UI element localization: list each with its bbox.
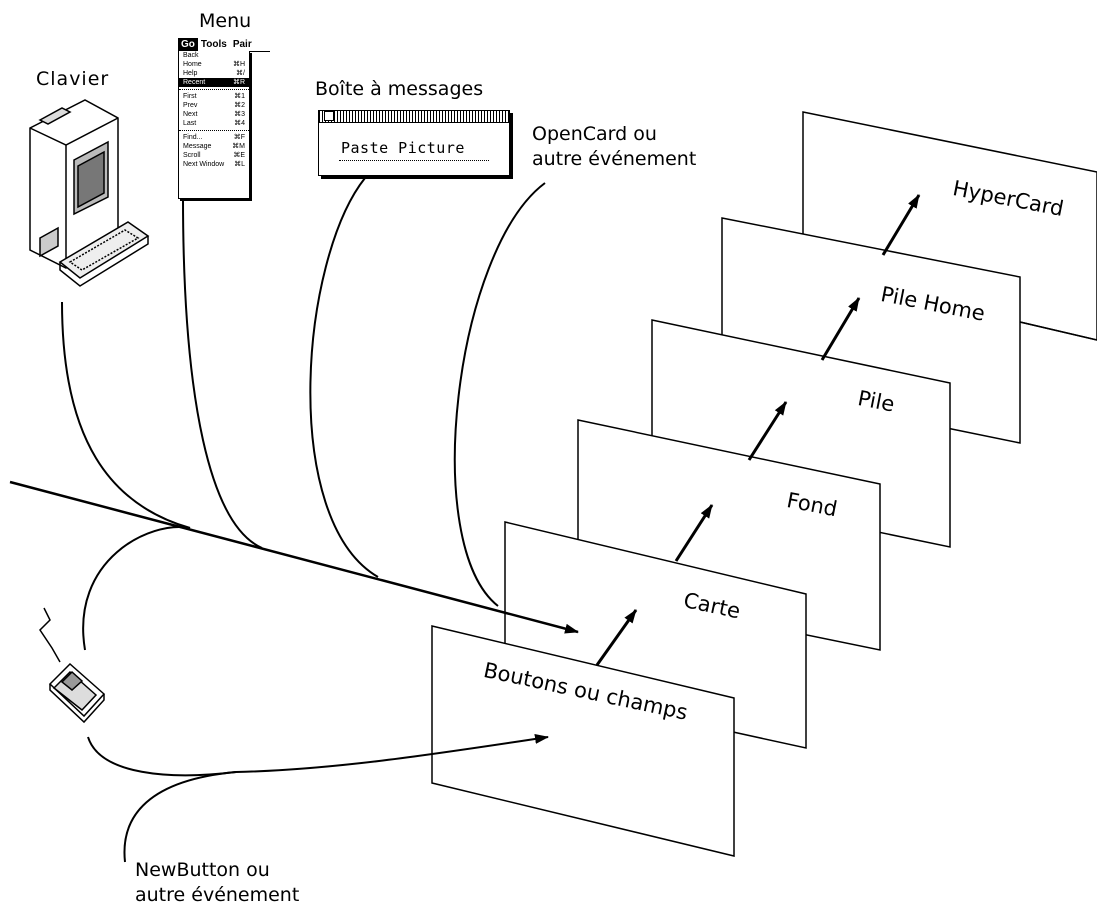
menu-item-shortcut: ⌘M [232, 143, 245, 150]
menu-item-label: Home [183, 61, 202, 68]
menu-bar-tools[interactable]: Tools [200, 39, 227, 50]
menu-item-message[interactable]: Message ⌘M [179, 142, 249, 151]
menu-item-label: First [183, 93, 197, 100]
mouse-icon [39, 607, 106, 724]
menu-item-prev[interactable]: Prev ⌘2 [179, 101, 249, 110]
message-box-label: Boîte à messages [315, 78, 484, 100]
menu-item-label: Next Window [183, 161, 225, 168]
source-curves [61, 177, 549, 863]
menu-item-back[interactable]: Back [179, 51, 249, 60]
menu-dropdown: Back Home ⌘H Help ⌘/ Recent ⌘R First ⌘1 Prev… [178, 51, 250, 199]
menu-item-find[interactable]: Find... ⌘F [179, 133, 249, 142]
menu-item-shortcut: ⌘2 [234, 102, 245, 109]
message-box-dotted-line [339, 160, 489, 161]
menu-item-shortcut: ⌘R [232, 79, 245, 86]
menu-item-shortcut: ⌘1 [234, 93, 245, 100]
menu-item-next[interactable]: Next ⌘3 [179, 110, 249, 119]
menu-item-shortcut: ⌘L [234, 161, 245, 168]
menu-separator [179, 89, 249, 90]
message-box-titlebar[interactable] [319, 111, 509, 123]
menu-item-label: Scroll [183, 152, 201, 159]
menu-item-shortcut: ⌘/ [236, 70, 245, 77]
menu-label: Menu [199, 10, 252, 32]
message-box-window: Paste Picture [318, 110, 510, 176]
opencard-label-line2: autre événement [532, 148, 697, 170]
menu-item-shortcut: ⌘3 [234, 111, 245, 118]
menu-item-home[interactable]: Home ⌘H [179, 60, 249, 69]
menu-item-label: Last [183, 120, 197, 127]
menu-separator [179, 130, 249, 131]
newbutton-label-line1: NewButton ou [135, 859, 270, 881]
menu-item-label: Find... [183, 134, 203, 141]
message-box-text[interactable]: Paste Picture [341, 139, 465, 157]
menu-bar: Go Tools Pair [178, 38, 270, 52]
opencard-label-line1: OpenCard ou [532, 123, 657, 145]
opencard-label: OpenCard ou autre événement [532, 122, 696, 172]
menu-item-help[interactable]: Help ⌘/ [179, 69, 249, 78]
go-menu: Go Tools Pair Back Home ⌘H Help ⌘/ Recent ⌘… [178, 38, 270, 199]
menu-item-label: Next [183, 111, 198, 118]
level-arrows [595, 194, 921, 666]
menu-item-scroll[interactable]: Scroll ⌘E [179, 151, 249, 160]
menu-item-label: Recent [183, 79, 206, 86]
menu-item-shortcut: ⌘E [233, 152, 245, 159]
message-line [9, 480, 579, 634]
card-boutons-ou-champs [431, 625, 735, 857]
menu-item-shortcut: ⌘4 [234, 120, 245, 127]
menu-bar-go[interactable]: Go [178, 38, 198, 51]
keyboard-label: Clavier [36, 68, 110, 90]
menu-item-label: Back [183, 52, 199, 59]
menu-item-recent[interactable]: Recent ⌘R [179, 78, 249, 87]
computer-keyboard-icon [29, 99, 150, 287]
close-box-icon[interactable] [324, 111, 334, 121]
menu-item-label: Prev [183, 102, 198, 109]
menu-item-shortcut: ⌘F [233, 134, 245, 141]
newbutton-label: NewButton ou autre événement [135, 858, 299, 908]
menu-item-next-window[interactable]: Next Window ⌘L [179, 160, 249, 169]
menu-item-shortcut: ⌘H [232, 61, 245, 68]
menu-bar-pair[interactable]: Pair [232, 39, 252, 50]
menu-item-first[interactable]: First ⌘1 [179, 92, 249, 101]
menu-item-label: Help [183, 70, 198, 77]
newbutton-label-line2: autre événement [135, 884, 300, 906]
menu-item-label: Message [183, 143, 212, 150]
menu-item-last[interactable]: Last ⌘4 [179, 119, 249, 128]
